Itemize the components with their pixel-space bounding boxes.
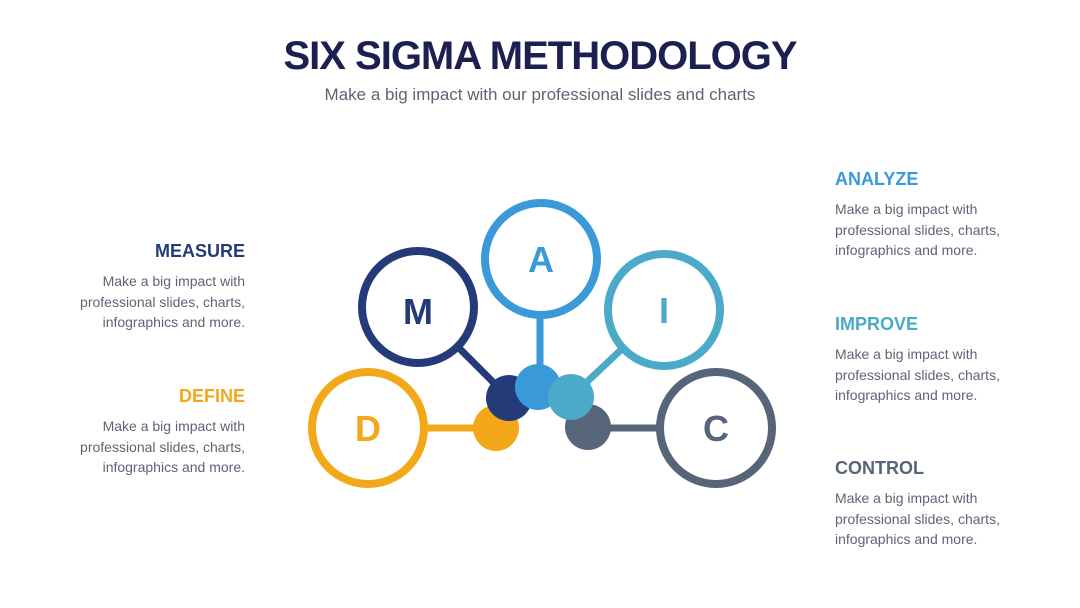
improve-heading: IMPROVE: [835, 314, 919, 334]
control-letter: C: [703, 408, 729, 449]
analyze-block: ANALYZE Make a big impact with professio…: [835, 169, 1035, 261]
analyze-ring: [481, 199, 601, 319]
control-description: Make a big impact with professional slid…: [835, 490, 1000, 547]
improve-dot: [548, 374, 594, 420]
analyze-heading: ANALYZE: [835, 169, 919, 189]
analyze-description: Make a big impact with professional slid…: [835, 201, 1000, 258]
improve-letter: I: [659, 290, 669, 331]
define-heading: DEFINE: [178, 386, 245, 406]
page-title: SIX SIGMA METHODOLOGY: [283, 34, 797, 78]
improve-block: IMPROVE Make a big impact with professio…: [835, 314, 1035, 406]
improve-description: Make a big impact with professional slid…: [835, 346, 1000, 403]
measure-description: Make a big impact with professional slid…: [80, 273, 245, 330]
improve-ring: [604, 250, 724, 370]
measure-block: MEASURE Make a big impact with professio…: [45, 241, 245, 333]
define-description: Make a big impact with professional slid…: [80, 418, 245, 475]
measure-ring: [358, 247, 478, 367]
analyze-letter: A: [528, 239, 554, 280]
control-ring: [656, 368, 776, 488]
measure-heading: MEASURE: [154, 241, 245, 261]
control-block: CONTROL Make a big impact with professio…: [835, 458, 1035, 550]
define-letter: D: [355, 408, 381, 449]
measure-letter: M: [403, 291, 433, 332]
define-ring: [308, 368, 428, 488]
page-subtitle: Make a big impact with our professional …: [324, 85, 756, 104]
control-heading: CONTROL: [835, 458, 924, 478]
define-block: DEFINE Make a big impact with profession…: [45, 386, 245, 478]
